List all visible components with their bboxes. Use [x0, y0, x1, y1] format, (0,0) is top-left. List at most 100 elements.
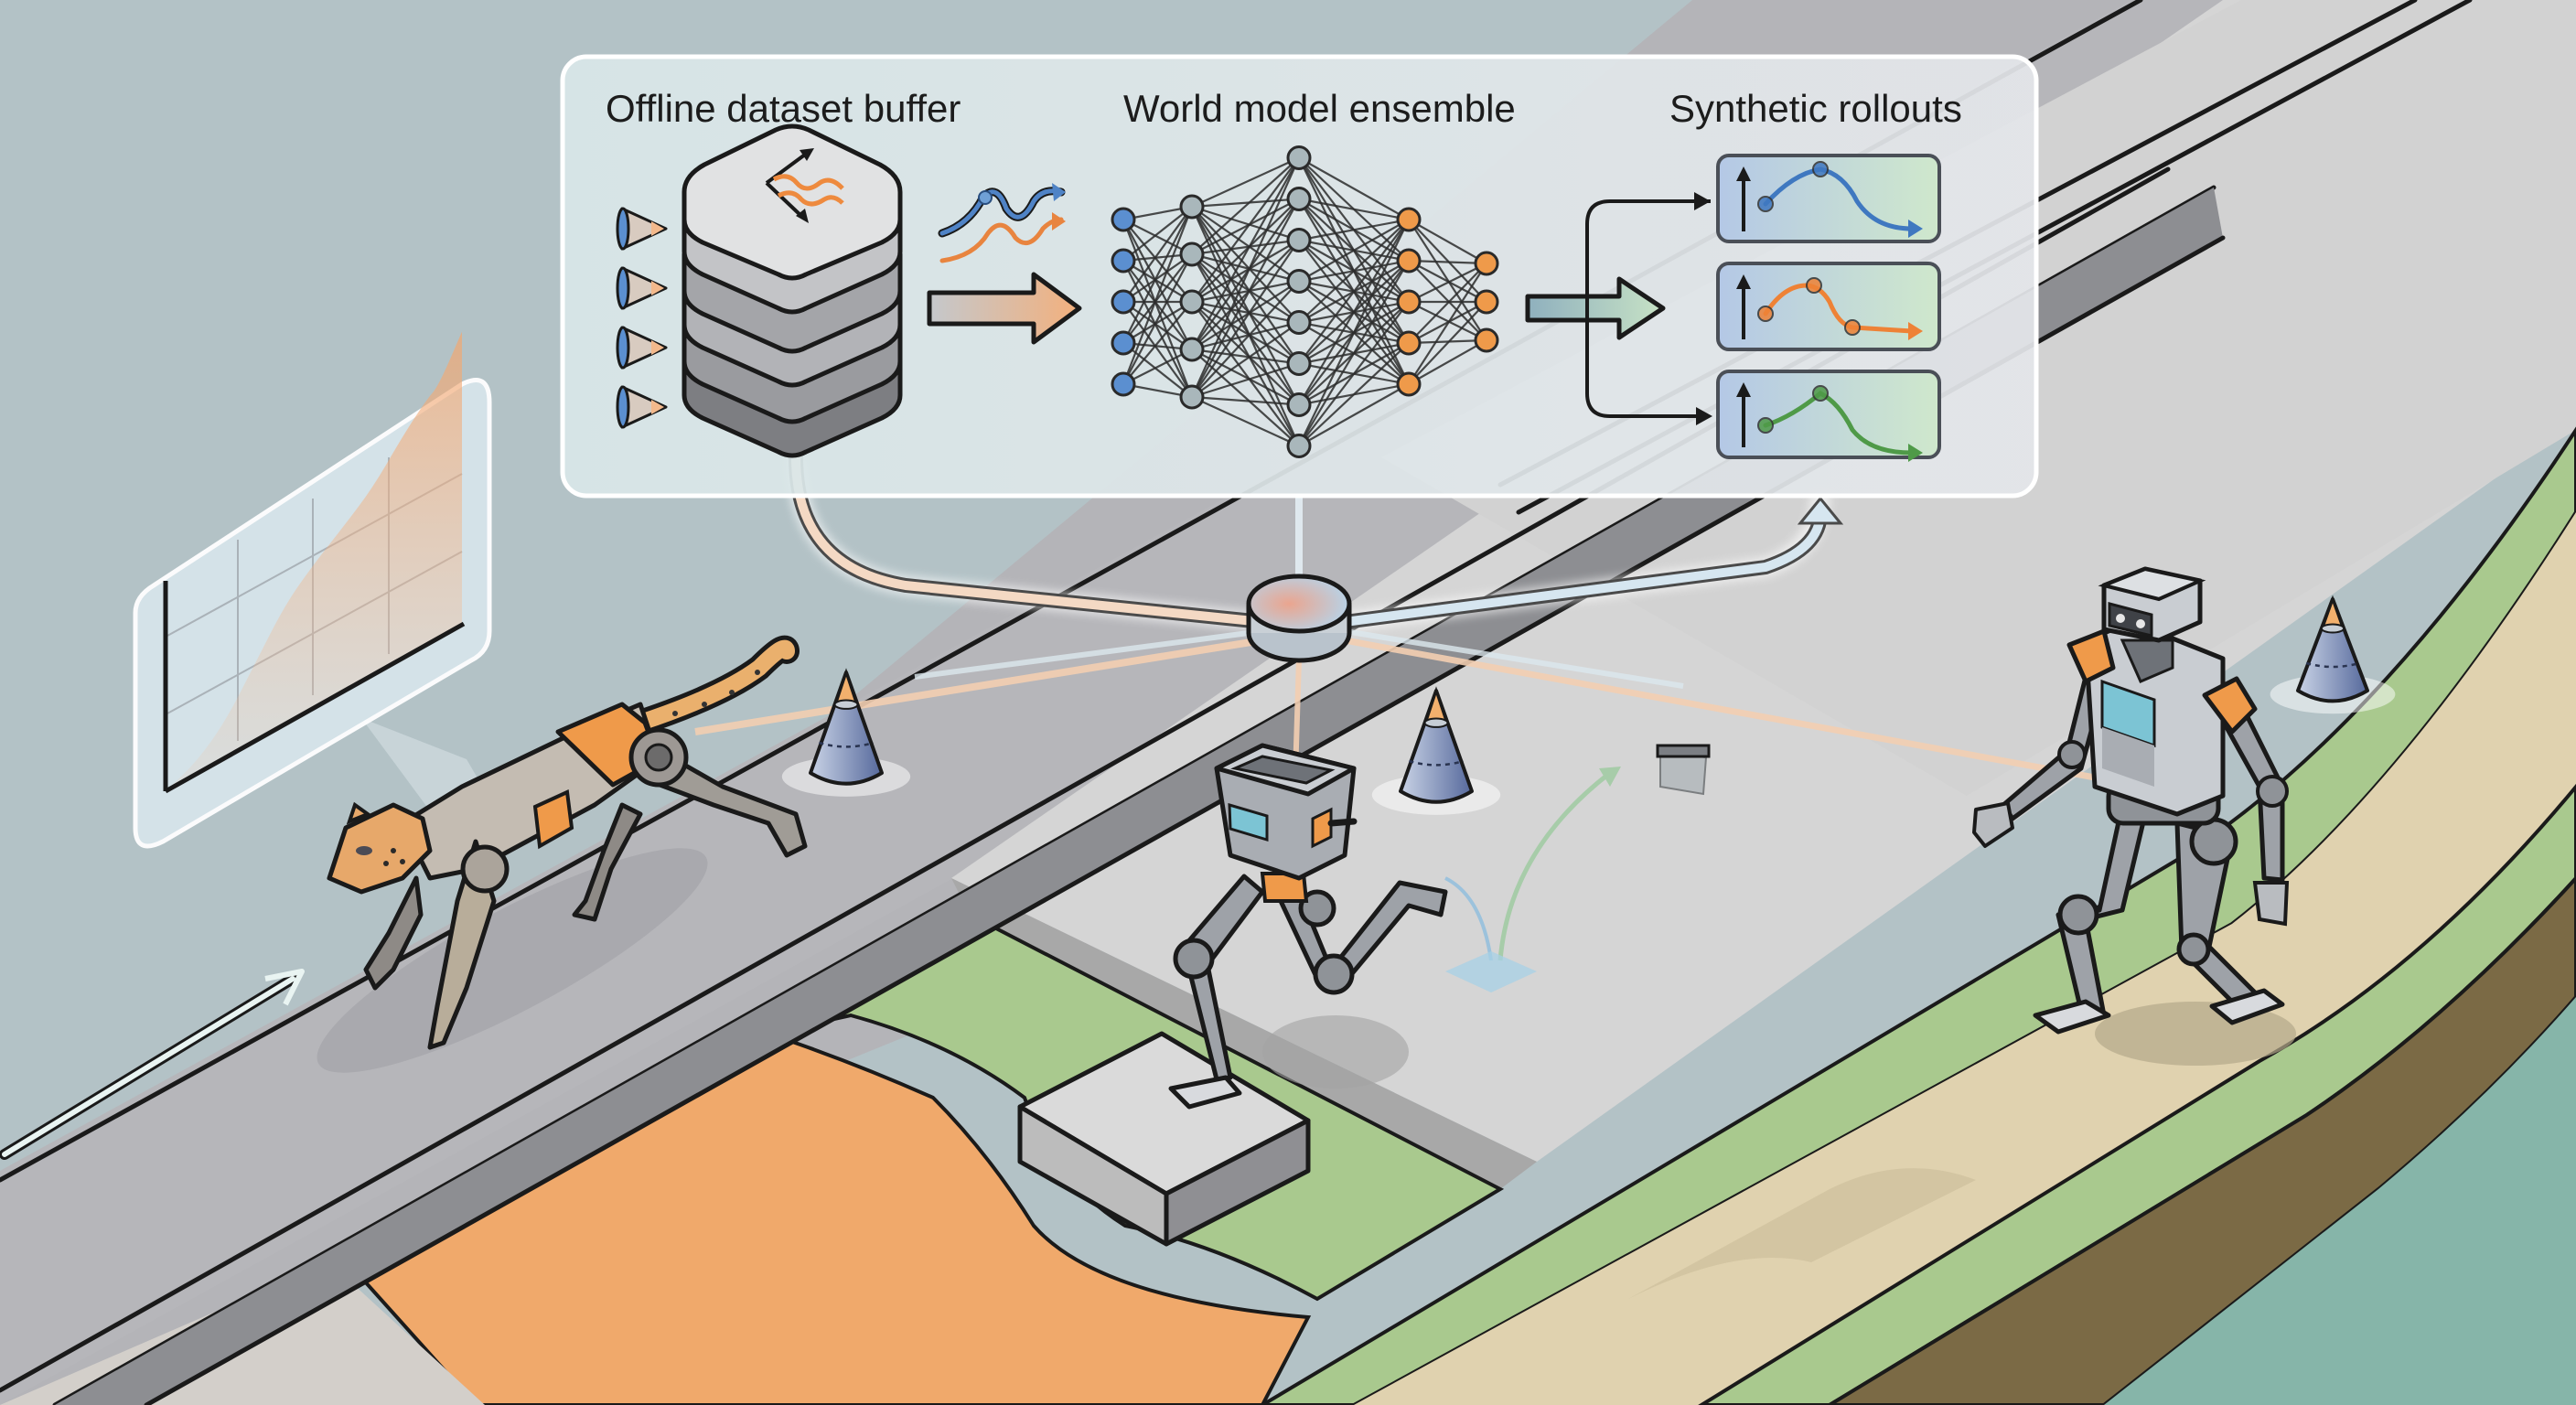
network-node: [1179, 337, 1205, 362]
network-edge: [1122, 349, 1193, 385]
network-edge: [1122, 260, 1193, 350]
rollout-point: [1844, 319, 1861, 336]
section-title-offline-dataset-buffer: Offline dataset buffer: [606, 87, 961, 130]
rollout-point: [1757, 306, 1774, 322]
cheetah-front-leg: [427, 839, 497, 1050]
network-node: [1286, 187, 1312, 211]
network-edge: [1298, 219, 1410, 406]
network-edge: [1191, 239, 1300, 256]
network-node: [1111, 289, 1136, 315]
network-edge: [1191, 252, 1300, 283]
network-edge: [1122, 206, 1193, 344]
network-node: [1111, 371, 1136, 397]
network-edge: [1191, 206, 1300, 283]
network-edge: [1191, 395, 1300, 447]
rollout-card-background: [1716, 154, 1941, 243]
network-edge: [1191, 239, 1300, 303]
rollout-card-background: [1716, 262, 1941, 351]
cone-band: [2320, 623, 2345, 634]
network-edge: [1408, 301, 1487, 385]
network-edge: [1191, 206, 1300, 365]
input-cone-icons: [616, 207, 668, 429]
cone-dashes: [819, 741, 874, 748]
rollout-point: [1812, 385, 1829, 402]
input-cone-icon: [616, 266, 668, 310]
network-node: [1286, 351, 1312, 376]
network-edge: [1191, 300, 1300, 324]
network-node: [1396, 371, 1422, 397]
network-edge: [1298, 219, 1410, 324]
humanoid-head: [2098, 566, 2206, 643]
cone-body: [809, 670, 884, 786]
hopper-shadow: [1262, 1015, 1409, 1089]
rollout-card-background: [1716, 370, 1941, 459]
network-edge: [1122, 301, 1193, 350]
cone-dashes: [2305, 661, 2360, 669]
rollout-axis-arrowhead: [1736, 274, 1751, 289]
network-edge: [1191, 198, 1300, 255]
network-node: [1396, 248, 1422, 273]
network-edge: [1122, 253, 1193, 385]
chart-x-axis: [164, 621, 466, 794]
input-cone-icon: [616, 326, 668, 370]
dataset-buffer-stack-icon: [682, 123, 903, 458]
network-node: [1286, 434, 1312, 458]
hub-to-humanoid-beam: [1344, 637, 2096, 781]
network-edge: [1122, 253, 1193, 303]
network-edge: [1191, 321, 1300, 351]
hub-to-cheetah-beam: [694, 637, 1263, 735]
network-node: [1286, 145, 1312, 170]
network-edge: [1191, 362, 1300, 399]
network-edge: [1191, 156, 1300, 303]
network-node: [1286, 269, 1312, 294]
network-edge: [1190, 157, 1301, 398]
network-edge: [1191, 321, 1300, 398]
network-edge: [1122, 206, 1193, 262]
network-edge: [1298, 342, 1410, 447]
platform-ledge: [951, 878, 1537, 1189]
input-cone-icon: [616, 207, 668, 251]
network-edge: [1191, 253, 1300, 324]
network-edge: [1408, 263, 1487, 344]
cone-body: [1399, 689, 1474, 804]
rollout-point: [1757, 417, 1774, 434]
sand-path: [1354, 512, 2576, 1405]
rollout-card: [1716, 154, 1941, 243]
network-edge: [1191, 156, 1300, 255]
network-edge: [1191, 156, 1300, 350]
rollout-point: [1806, 277, 1822, 294]
sand-shade: [1628, 1168, 1976, 1299]
network-node: [1474, 327, 1499, 353]
direction-arrow: [0, 969, 305, 1160]
cheetah-shadow: [317, 848, 708, 1073]
network-node: [1396, 207, 1422, 232]
water: [2104, 997, 2576, 1405]
network-edge: [1122, 219, 1193, 303]
rollout-axis-arrowhead: [1736, 382, 1751, 397]
cone-band: [833, 699, 859, 710]
network-node: [1474, 289, 1499, 315]
network-edge: [1298, 219, 1410, 283]
network-edge: [1408, 263, 1487, 303]
network-edge: [1122, 253, 1193, 344]
network-edge: [1191, 280, 1300, 350]
network-edge: [1191, 198, 1300, 303]
trajectory-lines-icon: [938, 183, 1066, 263]
network-node: [1111, 207, 1136, 232]
target-cone-icon: [1371, 686, 1501, 815]
network-node: [1179, 194, 1205, 220]
chart-area: [167, 331, 462, 789]
network-node: [1474, 251, 1499, 276]
network-edge: [1191, 198, 1300, 350]
network-edge: [1122, 219, 1193, 350]
hub-node: [1246, 574, 1352, 663]
network-node: [1396, 289, 1422, 315]
model-to-rollouts-arrow-icon: [1525, 276, 1666, 340]
wall-target-icon: [1656, 744, 1711, 796]
rollout-point: [1812, 161, 1829, 177]
network-edge: [1408, 260, 1487, 341]
rollout-point: [1757, 196, 1774, 212]
network-edge: [1122, 260, 1193, 303]
network-edge: [1191, 395, 1300, 406]
